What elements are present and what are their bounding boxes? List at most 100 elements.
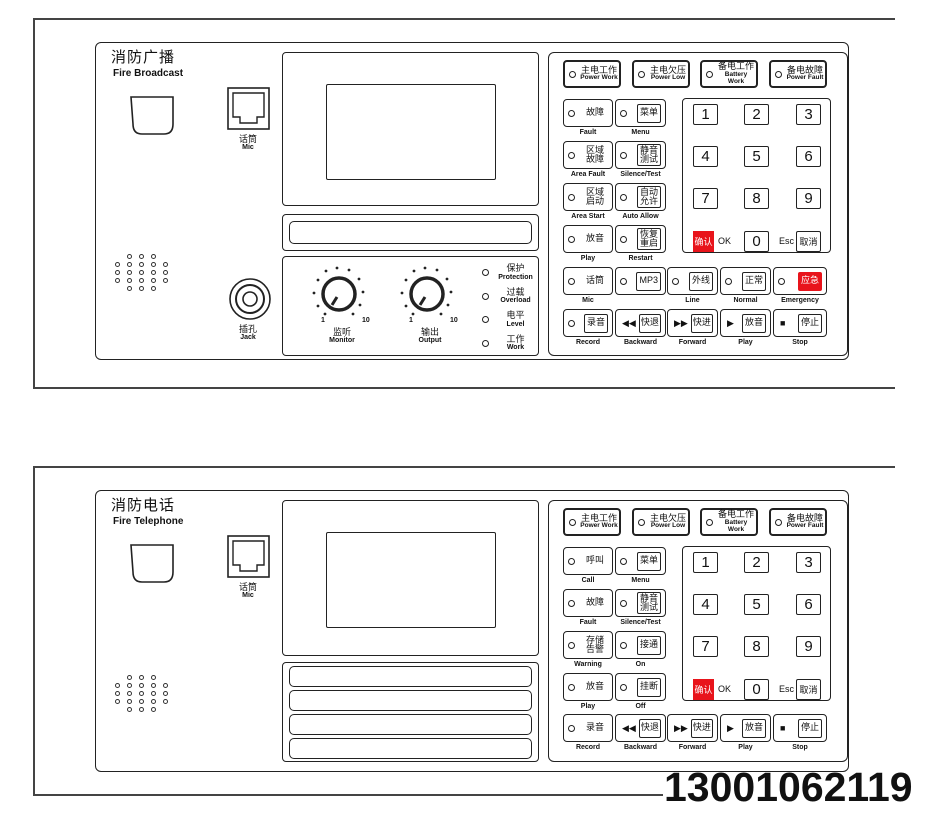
- key-9[interactable]: 9: [796, 188, 821, 209]
- key-5[interactable]: 5: [744, 594, 769, 615]
- ok-button[interactable]: 确认: [693, 231, 714, 252]
- backward-button[interactable]: ◀◀快退: [615, 714, 666, 742]
- speaker-hole: [151, 278, 156, 283]
- key-8[interactable]: 8: [744, 188, 769, 209]
- led-indicator-icon: [482, 316, 489, 324]
- button-label: Play: [580, 703, 596, 710]
- silence-test-button[interactable]: 静音 测试: [615, 141, 666, 169]
- play-button[interactable]: ▶放音: [720, 714, 771, 742]
- key-6[interactable]: 6: [796, 146, 821, 167]
- emergency-button[interactable]: 应急: [773, 267, 827, 295]
- normal-button[interactable]: 正常: [720, 267, 771, 295]
- key-1[interactable]: 1: [693, 104, 718, 125]
- silence-test-button[interactable]: 静音 测试: [615, 589, 666, 617]
- key-7[interactable]: 7: [693, 636, 718, 657]
- telephone-panel: [95, 490, 849, 772]
- mic-rj45-port-icon[interactable]: [227, 87, 271, 131]
- status-cn: 主电欠压: [649, 512, 686, 523]
- ok-button[interactable]: 确认: [693, 679, 714, 700]
- area-start-button[interactable]: 区域 启动: [563, 183, 613, 211]
- key-8[interactable]: 8: [744, 636, 769, 657]
- status-cn: 备电工作: [717, 61, 754, 72]
- stop-button[interactable]: ■停止: [773, 714, 827, 742]
- call-button[interactable]: 呼叫: [563, 547, 613, 575]
- forward-button[interactable]: ▶▶快进: [667, 309, 718, 337]
- key-0[interactable]: 0: [744, 679, 769, 700]
- output-max: 10: [450, 317, 458, 324]
- auto-allow-button[interactable]: 自动 允许: [615, 183, 666, 211]
- output-knob[interactable]: [398, 262, 458, 322]
- forward-button[interactable]: ▶▶快进: [667, 714, 718, 742]
- warning-button[interactable]: 存储 告警: [563, 631, 613, 659]
- led-indicator-icon: [568, 319, 575, 327]
- backward-button[interactable]: ◀◀快退: [615, 309, 666, 337]
- status-cn: 主电工作: [580, 64, 617, 75]
- key-4[interactable]: 4: [693, 146, 718, 167]
- stop-button[interactable]: ■停止: [773, 309, 827, 337]
- rewind-icon: ◀◀: [622, 317, 636, 328]
- button-label: Area Start: [571, 213, 605, 220]
- status-en: Power Fault: [786, 522, 824, 530]
- esc-cancel-button[interactable]: 取消: [796, 679, 821, 700]
- mic-rj45-port-icon[interactable]: [227, 535, 271, 579]
- fast-forward-icon: ▶▶: [674, 722, 688, 733]
- ok-label: OK: [718, 684, 732, 694]
- area-fault-button[interactable]: 区域 故障: [563, 141, 613, 169]
- key-3[interactable]: 3: [796, 104, 821, 125]
- button-label: Fault: [579, 619, 597, 626]
- led-indicator-icon: [569, 70, 576, 78]
- play-button[interactable]: 放音: [563, 673, 613, 701]
- key-3[interactable]: 3: [796, 552, 821, 573]
- record-button[interactable]: 录音: [563, 309, 613, 337]
- menu-button[interactable]: 菜单: [615, 99, 666, 127]
- button-label: Silence/Test: [620, 171, 661, 178]
- play-button[interactable]: 放音: [563, 225, 613, 253]
- off-button[interactable]: 挂断: [615, 673, 666, 701]
- mp3-button[interactable]: MP3: [615, 267, 666, 295]
- audio-jack-icon[interactable]: [227, 276, 273, 322]
- status-cn: 备电故障: [786, 512, 823, 523]
- button-key: 快进: [690, 718, 713, 738]
- key-7[interactable]: 7: [693, 188, 718, 209]
- record-button[interactable]: 录音: [563, 714, 613, 742]
- key-1[interactable]: 1: [693, 552, 718, 573]
- fault-button[interactable]: 故障: [563, 99, 613, 127]
- key-2[interactable]: 2: [744, 552, 769, 573]
- key-2[interactable]: 2: [744, 104, 769, 125]
- on-button[interactable]: 接通: [615, 631, 666, 659]
- led-indicator-icon: [620, 109, 627, 117]
- esc-cancel-button[interactable]: 取消: [796, 231, 821, 252]
- line-button[interactable]: 外线: [667, 267, 718, 295]
- play-button[interactable]: ▶放音: [720, 309, 771, 337]
- volume-control-box: [282, 256, 539, 356]
- key-9[interactable]: 9: [796, 636, 821, 657]
- fault-button[interactable]: 故障: [563, 589, 613, 617]
- monitor-knob[interactable]: [310, 262, 370, 322]
- mic-button[interactable]: 话筒: [563, 267, 613, 295]
- button-label: Silence/Test: [620, 619, 661, 626]
- led-indicator-icon: [775, 70, 782, 78]
- key-0[interactable]: 0: [744, 231, 769, 252]
- key-4[interactable]: 4: [693, 594, 718, 615]
- menu-button[interactable]: 菜单: [615, 547, 666, 575]
- button-key: 录音: [583, 313, 608, 333]
- button-label: Forward: [678, 339, 707, 346]
- display-strip: [289, 738, 532, 759]
- key-6[interactable]: 6: [796, 594, 821, 615]
- restart-button[interactable]: 恢复 重启: [615, 225, 666, 253]
- key-5[interactable]: 5: [744, 146, 769, 167]
